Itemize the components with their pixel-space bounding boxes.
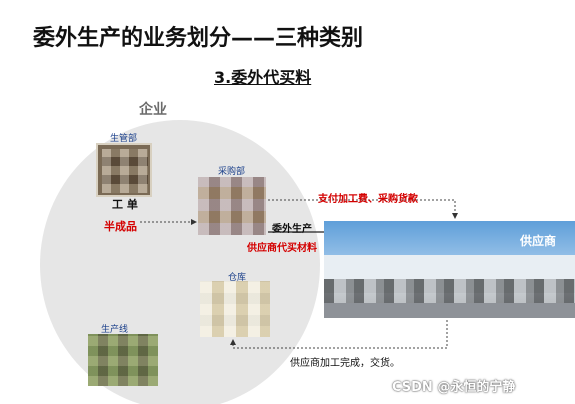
semi-finished-label: 半成品 bbox=[104, 220, 137, 233]
purchasing-image bbox=[198, 177, 266, 235]
watermark: CSDN @永恒的宁静 bbox=[392, 380, 516, 395]
page-title: 委外生产的业务划分——三种类别 bbox=[33, 26, 364, 51]
purchasing-label: 采购部 bbox=[218, 167, 246, 177]
company-circle bbox=[40, 120, 320, 404]
supplier-label: 供应商 bbox=[520, 234, 557, 248]
production-management-image bbox=[96, 143, 152, 197]
outsourcing-label: 委外生产 bbox=[272, 224, 312, 235]
payment-label: 支付加工费、采购货款 bbox=[318, 194, 418, 205]
supplier-buys-label: 供应商代买材料 bbox=[247, 243, 317, 254]
subtitle: 3.委外代买料 bbox=[214, 68, 312, 87]
work-order-label: 工 单 bbox=[112, 198, 138, 211]
warehouse-label: 仓库 bbox=[228, 273, 247, 283]
company-label: 企业 bbox=[139, 102, 167, 118]
production-management-label: 生管部 bbox=[110, 134, 138, 144]
production-line-label: 生产线 bbox=[101, 325, 129, 335]
supplier-image bbox=[324, 221, 575, 318]
return-arrow bbox=[230, 320, 448, 349]
production-line-image bbox=[88, 334, 158, 386]
return-label: 供应商加工完成，交货。 bbox=[290, 358, 400, 369]
warehouse-image bbox=[200, 281, 270, 337]
